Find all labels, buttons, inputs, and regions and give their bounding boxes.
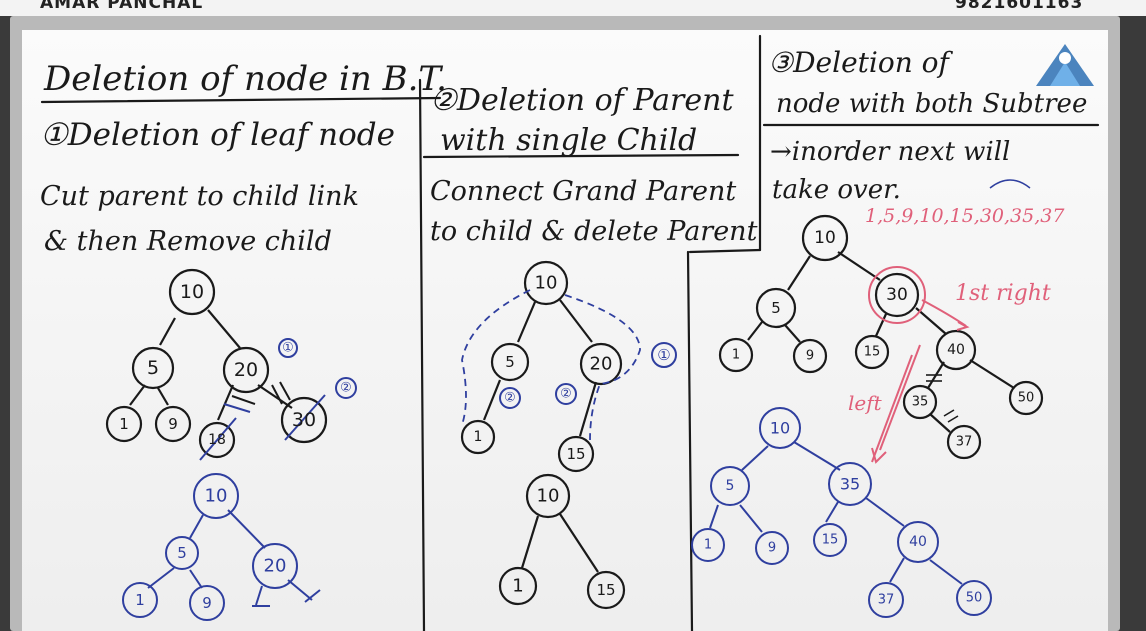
sec3-heading1: ③Deletion of — [768, 46, 954, 79]
t1b-node-20: 20 — [264, 556, 287, 577]
sec2-line1: Connect Grand Parent — [430, 176, 736, 207]
presenter-phone: 9821601163 — [955, 0, 1084, 13]
t3-node-30: 30 — [886, 285, 908, 305]
t3-node-40: 40 — [947, 342, 965, 358]
sec2-line2: to child & delete Parent — [430, 216, 758, 247]
top-caption-bar: AMAR PANCHAL 9821601163 — [0, 0, 1146, 16]
t1-mark-2: ② — [340, 381, 352, 396]
t3b-node-35: 35 — [840, 475, 860, 494]
t3-node-5: 5 — [771, 299, 781, 317]
title-underline — [40, 96, 442, 104]
t2-node-5: 5 — [505, 353, 515, 371]
sec3-line1: →inorder next will — [770, 137, 1010, 167]
main-title: Deletion of node in B.T. — [43, 59, 447, 99]
t1b-node-1: 1 — [135, 591, 145, 609]
t2b-node-1: 1 — [512, 576, 523, 597]
t1-node-1: 1 — [119, 415, 129, 433]
t3b-node-15: 15 — [822, 533, 839, 548]
t3b-node-40: 40 — [909, 534, 927, 550]
t1-mark-1: ① — [282, 341, 294, 356]
t1-node-18: 18 — [208, 432, 226, 448]
t3-node-15: 15 — [864, 345, 881, 360]
t3-node-1: 1 — [732, 348, 740, 363]
whiteboard — [22, 30, 1108, 631]
t1-node-5: 5 — [147, 357, 159, 379]
t3-node-35: 35 — [912, 395, 929, 410]
t2-node-15: 15 — [566, 445, 585, 463]
sec2-underline-2 — [688, 248, 762, 254]
sec3-line2: take over. — [772, 175, 901, 205]
t3-node-50: 50 — [1018, 391, 1035, 406]
sec2-underline-1 — [422, 153, 740, 159]
note-first-right: 1st right — [955, 281, 1051, 306]
t1-node-9: 9 — [168, 415, 178, 433]
t1-node-20: 20 — [234, 359, 258, 381]
t1b-node-9: 9 — [202, 594, 212, 612]
t3-node-37: 37 — [956, 435, 973, 450]
sec2-heading2: with single Child — [440, 123, 697, 158]
t2-node-1: 1 — [474, 429, 483, 445]
t3b-node-50: 50 — [966, 591, 983, 606]
note-left: left — [848, 391, 883, 415]
sec1-line1: Cut parent to child link — [40, 181, 359, 212]
t1-node-10: 10 — [180, 281, 204, 303]
t2b-node-10: 10 — [537, 486, 560, 507]
t3b-node-9: 9 — [768, 541, 776, 556]
t2-mark-2a: ② — [504, 391, 516, 406]
t2-node-20: 20 — [590, 354, 613, 375]
t1b-node-5: 5 — [177, 544, 187, 562]
t3b-node-1: 1 — [704, 538, 712, 553]
col-divider-1 — [418, 78, 426, 631]
t2-mark-1: ① — [657, 346, 670, 364]
t3b-node-10: 10 — [770, 419, 790, 438]
t3-node-9: 9 — [806, 349, 814, 364]
t3b-node-37: 37 — [878, 593, 895, 608]
t2-mark-2b: ② — [560, 387, 572, 402]
t3-node-10: 10 — [814, 228, 836, 248]
t2b-node-15: 15 — [596, 581, 615, 599]
col-divider-2 — [686, 250, 694, 631]
t3b-node-5: 5 — [726, 478, 735, 494]
t1b-node-10: 10 — [205, 486, 228, 507]
t1-node-30: 30 — [292, 409, 316, 431]
sec1-heading: ①Deletion of leaf node — [40, 117, 395, 153]
t2-node-10: 10 — [535, 273, 558, 294]
presenter-name: AMAR PANCHAL — [40, 0, 204, 13]
sec2-heading1: ②Deletion of Parent — [430, 83, 734, 118]
sec3-heading2: node with both Subtree — [776, 89, 1087, 119]
logo-icon — [1036, 44, 1094, 86]
sec1-line2: & then Remove child — [44, 226, 332, 257]
inorder-sequence: 1,5,9,10,15,30,35,37 — [865, 205, 1065, 227]
